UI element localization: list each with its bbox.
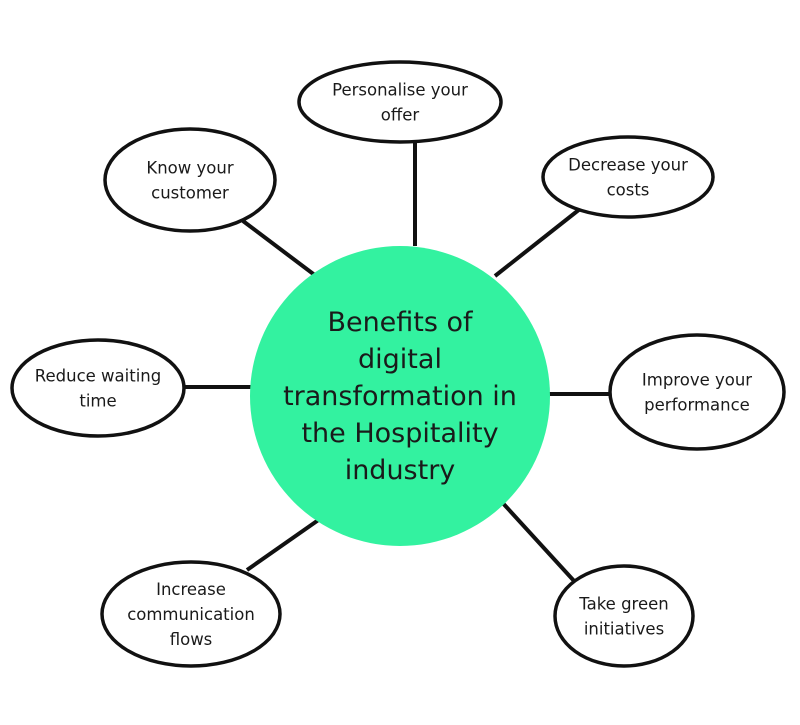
connector-take-green-initiatives (498, 498, 577, 584)
bubble-outline (553, 564, 695, 668)
connector-increase-communication (245, 512, 329, 572)
hub-circle (250, 246, 550, 546)
bubble-outline (297, 60, 503, 144)
bubble-outline (541, 135, 715, 219)
bubble-outline (100, 560, 282, 668)
bubble-outline (608, 333, 786, 451)
connector-lines (184, 140, 610, 584)
bubble-outline (103, 127, 277, 233)
connector-know-customer (241, 219, 318, 278)
bubble-outline (10, 338, 186, 438)
connector-decrease-costs (493, 203, 587, 278)
